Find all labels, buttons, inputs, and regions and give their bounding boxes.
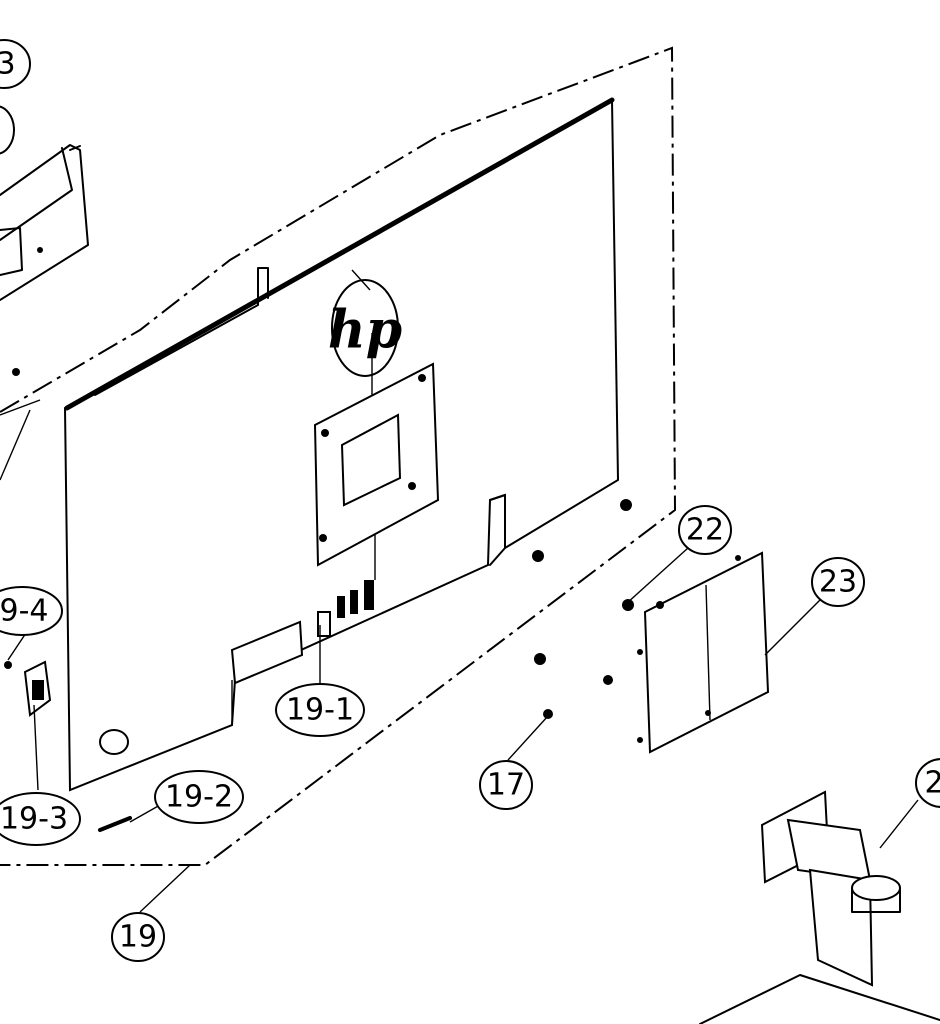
callout-19-4: 9-4 xyxy=(0,586,63,636)
stand-part xyxy=(699,790,940,1024)
power-button-hole xyxy=(99,729,129,755)
svg-text:19-2: 19-2 xyxy=(165,780,233,815)
callout-22: 22 xyxy=(678,505,732,555)
leader-lines xyxy=(7,547,919,913)
svg-text:9-4: 9-4 xyxy=(0,594,49,629)
callout-23: 23 xyxy=(811,557,865,607)
back-cover-panel: hp xyxy=(63,97,620,792)
left-bracket-part xyxy=(0,144,89,481)
svg-text:19-3: 19-3 xyxy=(0,802,68,837)
callout-19-2: 19-2 xyxy=(154,770,244,824)
svg-text:23: 23 xyxy=(819,565,857,600)
assembly-dashed-outline xyxy=(0,46,677,866)
callout-19-1: 19-1 xyxy=(275,683,365,737)
callout-19: 19 xyxy=(111,912,165,962)
callout-partial-top xyxy=(0,105,15,155)
callout-19-3: 19-3 xyxy=(0,792,81,846)
callout-17: 17 xyxy=(479,760,533,810)
callout-2: 2 xyxy=(915,758,940,808)
svg-text:2: 2 xyxy=(924,766,940,801)
svg-text:3: 3 xyxy=(0,47,16,82)
svg-text:17: 17 xyxy=(487,768,525,803)
small-side-parts xyxy=(4,660,132,832)
screws xyxy=(532,499,634,719)
callout-3: 3 xyxy=(0,39,31,89)
hp-logo-mark: hp xyxy=(328,300,402,361)
hp-logo xyxy=(331,279,399,377)
svg-text:19: 19 xyxy=(119,920,157,955)
svg-text:22: 22 xyxy=(686,513,724,548)
rear-io-cover-panel xyxy=(637,551,770,754)
svg-text:19-1: 19-1 xyxy=(286,693,354,728)
